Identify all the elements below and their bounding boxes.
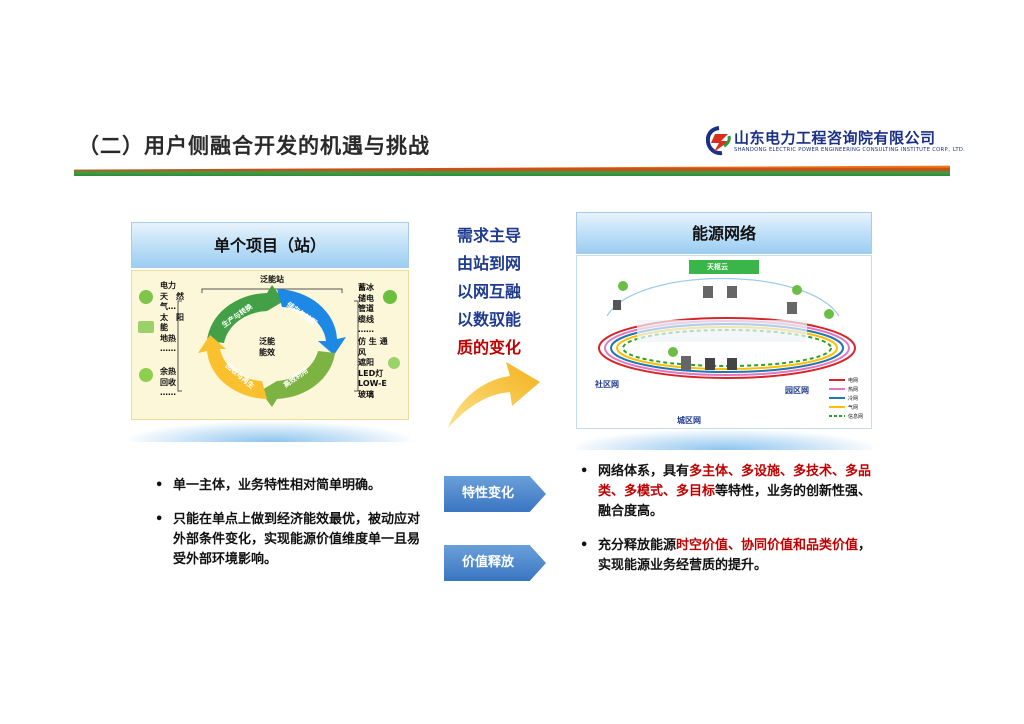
- right-panel-glow: [576, 430, 872, 450]
- cycle-center-label-1: 泛能: [259, 337, 275, 346]
- company-name-en: SHANDONG ELECTRIC POWER ENGINEERING CONS…: [734, 147, 966, 153]
- single-project-header: 单个项目（站）: [131, 222, 409, 268]
- title-divider-bar: [74, 165, 950, 176]
- legend-info-network: 信息网: [848, 414, 864, 420]
- storage-transmission-list: 蓄冰 储电 管道 缆线 ……: [358, 283, 374, 334]
- highlight-value-types: 时空价值、协同价值和品类价值: [676, 538, 859, 553]
- legend-heat-network: 热网: [848, 387, 859, 393]
- energy-network-graphic: [598, 260, 856, 417]
- transformation-line-2: 由站到网: [457, 254, 522, 273]
- left-bullet-list: 单一主体，业务特性相对简单明确。 只能在单点上做到经济能效最优，被动应对外部条件…: [155, 476, 420, 584]
- cloud-platform-label: 天枢云: [707, 263, 728, 271]
- legend-cooling-network: 冷网: [848, 396, 859, 402]
- page-title: （二）用户侧融合开发的机遇与挑战: [78, 134, 430, 158]
- transformation-line-5: 质的变化: [457, 338, 522, 357]
- highlight-multi-attributes: 多主体、多设施、多技术、多品类、多模式、多目标: [598, 464, 872, 499]
- left-panel-glow: [131, 422, 409, 442]
- company-logo-icon: [706, 126, 731, 156]
- right-bullet-list: 网络体系，具有多主体、多设施、多技术、多品类、多模式、多目标等特性，业务的创新性…: [580, 462, 880, 590]
- company-logo: 山东电力工程咨询院有限公司 SHANDONG ELECTRIC POWER EN…: [706, 124, 965, 162]
- network-legend: [829, 379, 845, 417]
- upward-arrow-icon: [448, 362, 540, 428]
- community-network-label: 社区网: [595, 380, 619, 389]
- transformation-text: 需求主导 由站到网 以网互融 以数驭能 质的变化: [457, 222, 543, 362]
- right-bullet-2: 充分释放能源时空价值、协同价值和品类价值，实现能源业务经营质的提升。: [580, 536, 880, 576]
- left-bullet-2: 只能在单点上做到经济能效最优，被动应对外部条件变化，实现能源价值维度单一且易受外…: [155, 510, 420, 570]
- right-bullet-1: 网络体系，具有多主体、多设施、多技术、多品类、多模式、多目标等特性，业务的创新性…: [580, 462, 880, 522]
- company-name-cn: 山东电力工程咨询院有限公司: [734, 129, 936, 147]
- energy-network-diagram: 天枢云 社区网 园区网 城区网 电网 热网 冷网 气网 信息网: [576, 255, 872, 429]
- transformation-line-1: 需求主导: [457, 226, 522, 245]
- city-network-label: 城区网: [677, 416, 701, 425]
- value-release-tag: 价值释放: [444, 545, 546, 581]
- energy-sources-list: 电力 天 然 气… 太 阳 能 地热 ……: [160, 281, 184, 353]
- single-project-diagram: 泛能站 泛能 能效 生产与转换 储存与输配 高效利用 回收与再生 电力 天 然 …: [131, 270, 409, 420]
- energy-network-header: 能源网络: [576, 212, 872, 254]
- legend-gas-network: 气网: [848, 405, 859, 411]
- cycle-center-label-2: 能效: [259, 348, 275, 357]
- heat-recovery-list: 余热 回收 ……: [160, 367, 176, 397]
- energy-cycle-graphic: [138, 285, 400, 407]
- feature-change-tag: 特性变化: [444, 476, 546, 512]
- transformation-line-3: 以网互融: [457, 282, 522, 301]
- legend-power-grid: 电网: [848, 378, 859, 384]
- park-network-label: 园区网: [785, 386, 809, 395]
- left-bullet-1: 单一主体，业务特性相对简单明确。: [155, 476, 420, 496]
- efficiency-measures-list: 仿 生 通 风 遮阳 LED灯 LOW-E 玻璃: [358, 337, 388, 399]
- energy-station-label: 泛能站: [260, 275, 284, 284]
- transformation-line-4: 以数驭能: [457, 310, 522, 329]
